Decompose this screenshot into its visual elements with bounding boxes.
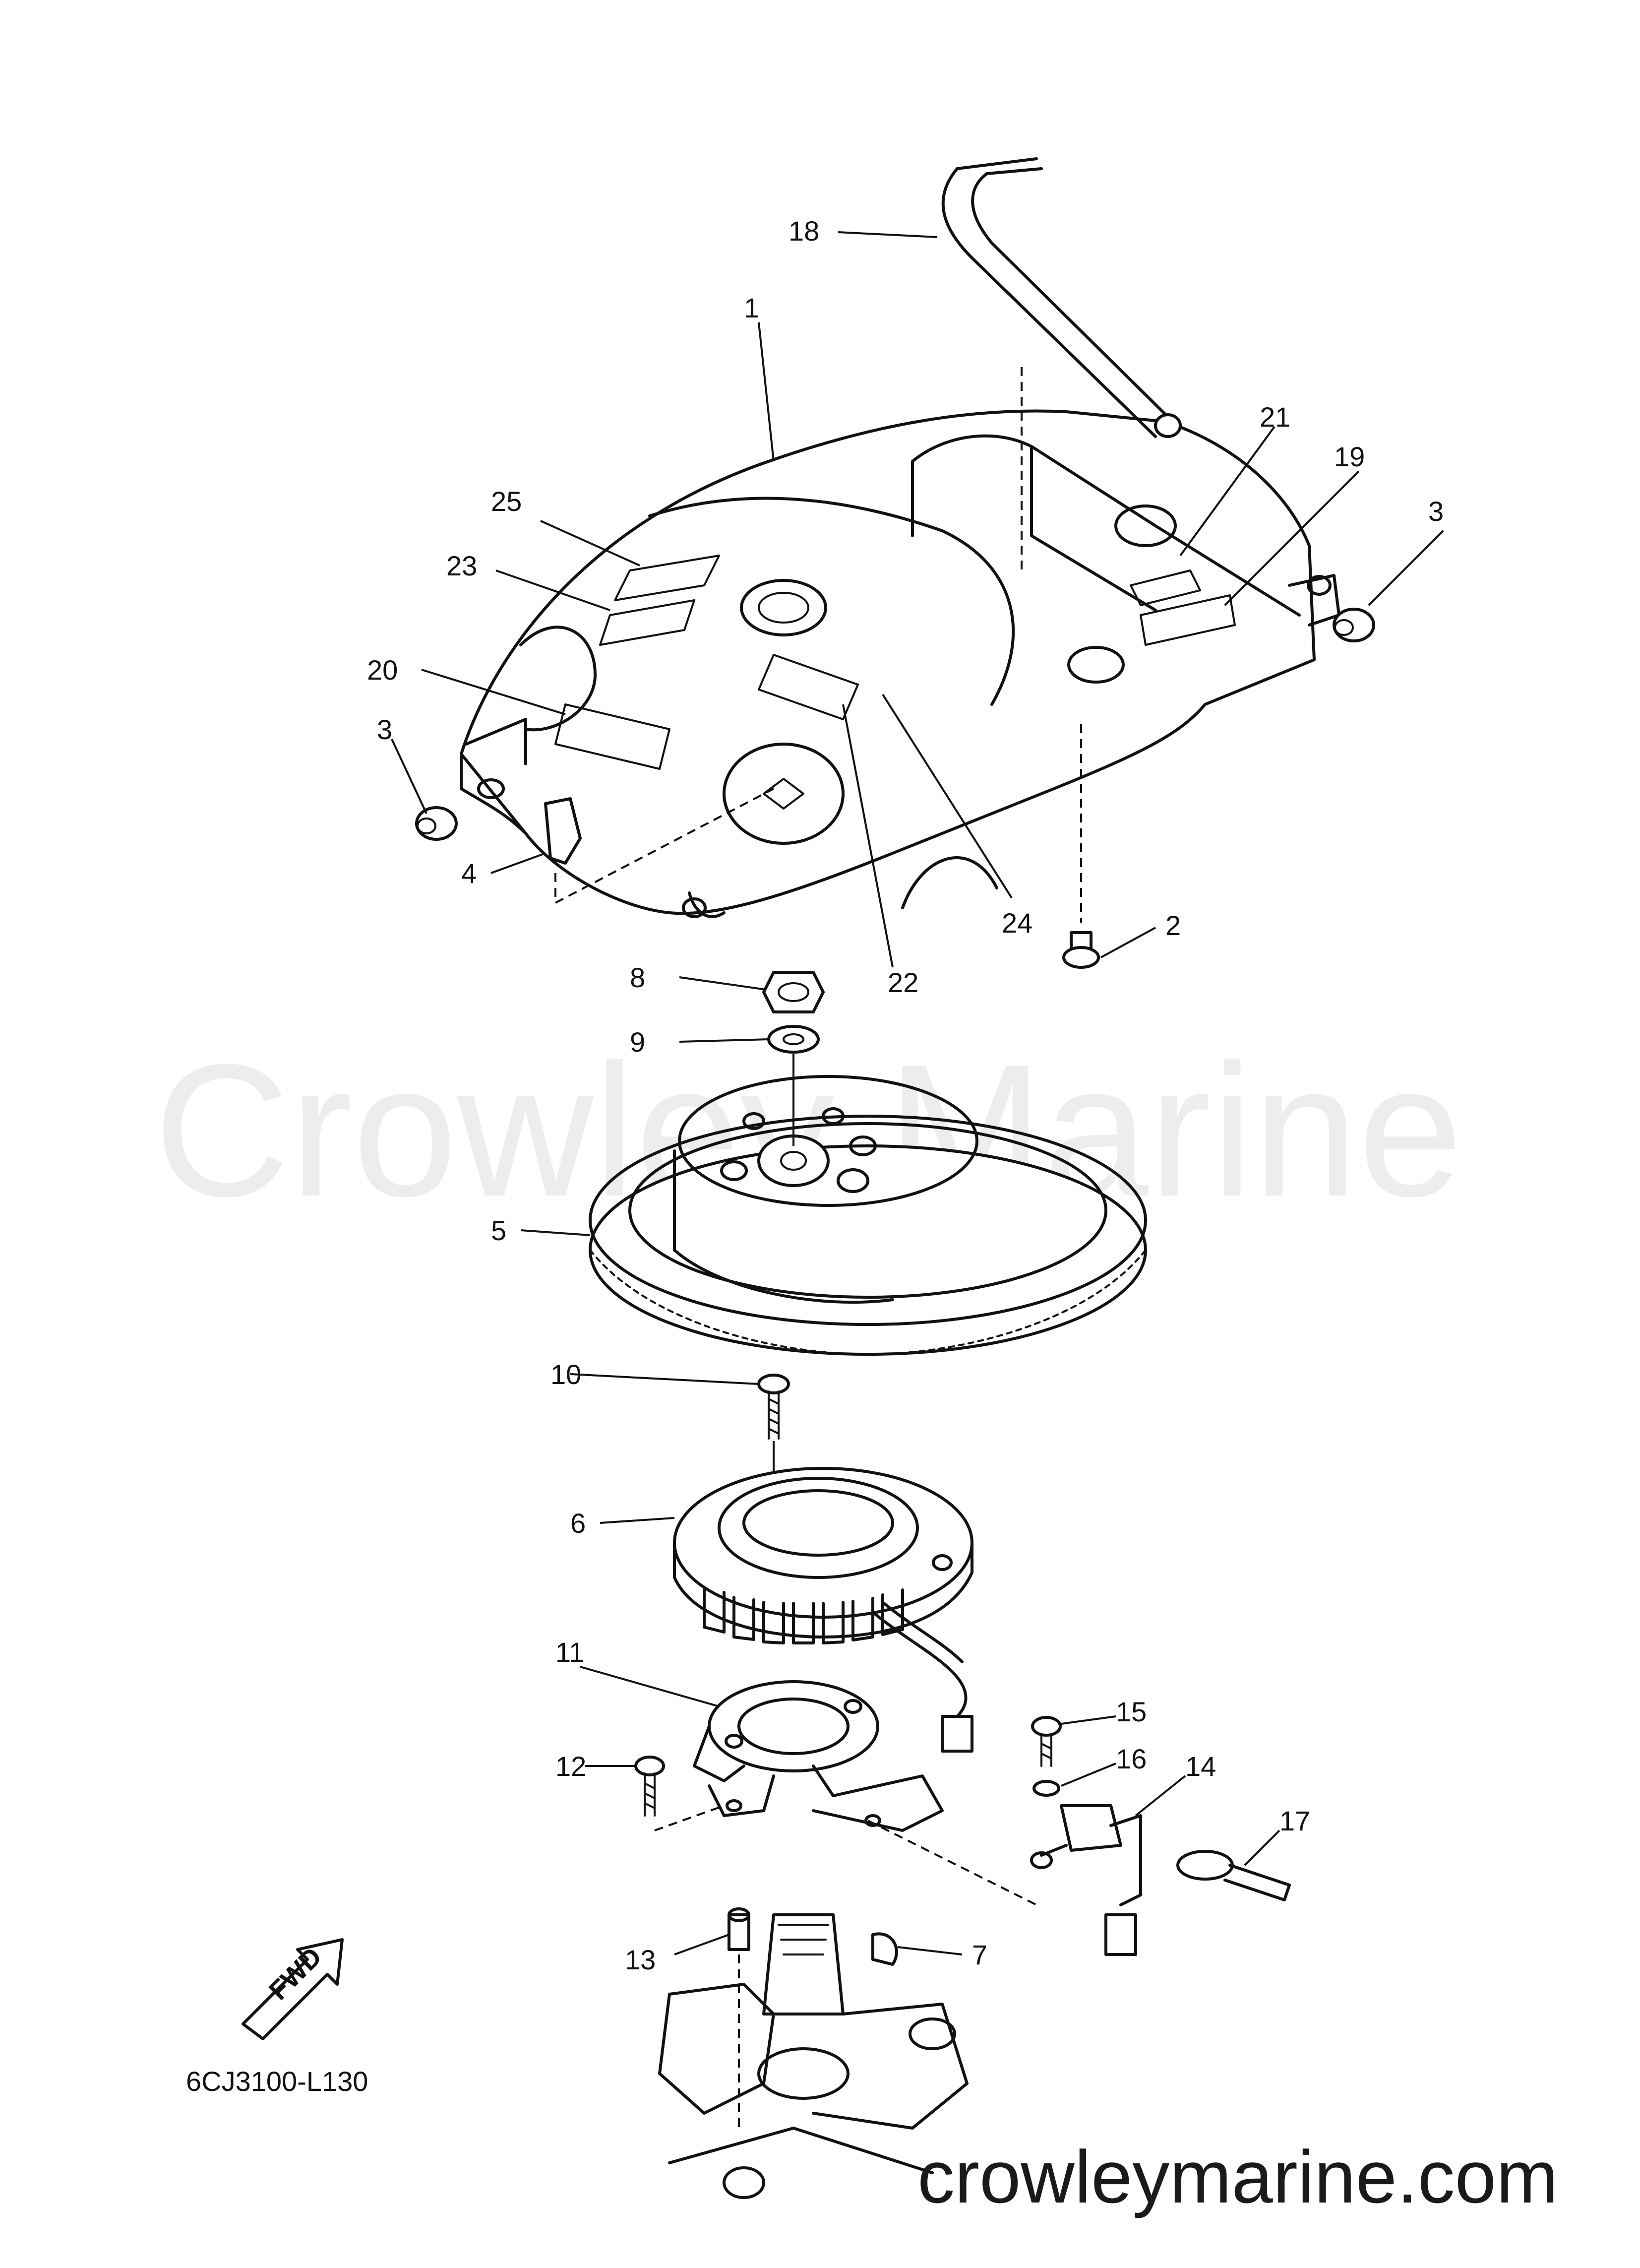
callout-5: 5 xyxy=(491,1215,506,1246)
callout-12: 12 xyxy=(555,1751,586,1782)
callout-2: 2 xyxy=(1165,910,1181,941)
callout-6: 6 xyxy=(570,1508,586,1539)
pulser-coil xyxy=(1030,1804,1142,1956)
callout-22: 22 xyxy=(888,967,918,998)
callout-labels: 18 1 25 23 20 21 19 3 3 4 22 24 2 8 9 5 … xyxy=(367,215,1444,1975)
callout-8: 8 xyxy=(630,962,645,993)
bolt-12 xyxy=(634,1756,665,1817)
fwd-arrow-icon: FWD xyxy=(242,1938,344,2040)
clip xyxy=(544,788,774,905)
screw-2 xyxy=(1062,931,1100,969)
crankshaft-block xyxy=(658,1913,969,2199)
stator-base xyxy=(654,1680,1037,1906)
callout-4: 4 xyxy=(461,858,477,889)
callout-7: 7 xyxy=(972,1939,987,1970)
callout-21: 21 xyxy=(1260,401,1290,433)
callout-3-left: 3 xyxy=(377,714,392,745)
callout-14: 14 xyxy=(1185,1751,1216,1782)
washer-16 xyxy=(1033,1780,1060,1797)
nut xyxy=(762,971,825,1013)
callout-10: 10 xyxy=(550,1359,581,1390)
callout-15: 15 xyxy=(1116,1696,1147,1727)
callout-18: 18 xyxy=(789,215,819,247)
hose xyxy=(941,157,1182,438)
callout-1: 1 xyxy=(744,292,759,323)
woodruff-key xyxy=(871,1932,898,1966)
stator xyxy=(673,1467,973,1753)
callout-20: 20 xyxy=(367,654,398,686)
callout-3-right: 3 xyxy=(1428,496,1444,527)
washer xyxy=(767,1025,820,1146)
grommet-left xyxy=(415,806,458,841)
drawing-code: 6CJ3100-L130 xyxy=(186,2066,368,2097)
website-text: crowleymarine.com xyxy=(917,2135,1558,2218)
cable-tie xyxy=(1176,1850,1291,1901)
callout-9: 9 xyxy=(630,1026,645,1058)
flywheel xyxy=(589,1075,1147,1356)
callout-11: 11 xyxy=(555,1637,584,1668)
flywheel-cover xyxy=(460,367,1340,923)
grommet-right xyxy=(1333,608,1375,642)
callout-23: 23 xyxy=(446,550,477,581)
callout-25: 25 xyxy=(491,486,522,517)
callout-13: 13 xyxy=(625,1944,656,1975)
bolt-15 xyxy=(1031,1716,1062,1767)
callout-16: 16 xyxy=(1116,1743,1147,1774)
callout-19: 19 xyxy=(1334,441,1365,472)
leaders xyxy=(391,231,1444,1955)
callout-17: 17 xyxy=(1279,1805,1310,1836)
callout-24: 24 xyxy=(1002,907,1033,939)
